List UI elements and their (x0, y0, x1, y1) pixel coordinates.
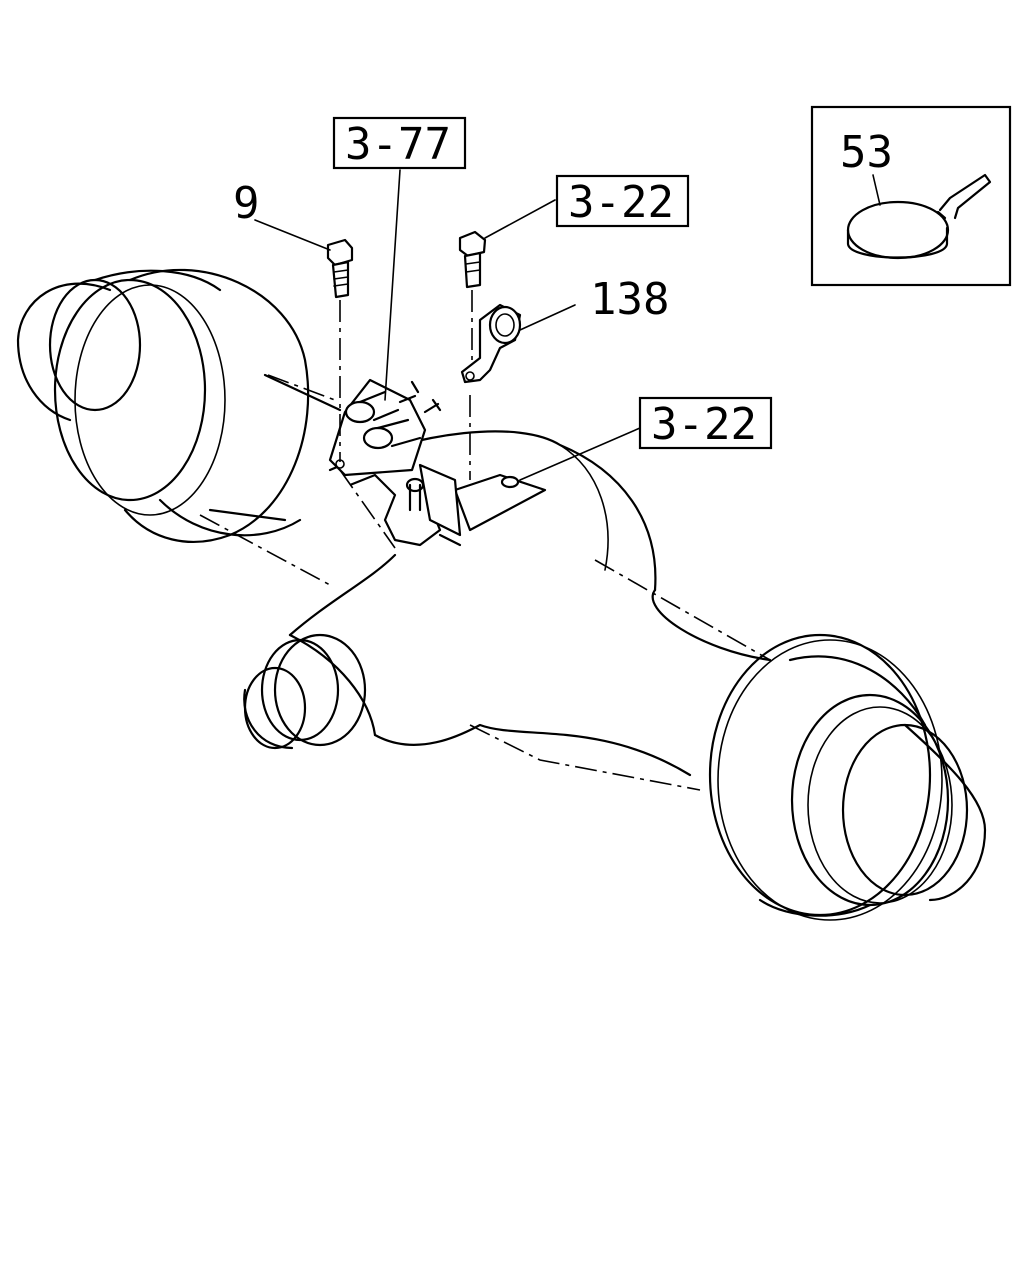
leader-lines (254, 169, 641, 481)
clip-138 (460, 303, 522, 384)
bolt-3-22 (458, 230, 487, 480)
mounting-bracket (418, 463, 547, 547)
callout-3-77: 3-77 (345, 119, 451, 170)
callout-part-53: 53 (840, 127, 893, 178)
callout-box-3-77 (332, 116, 467, 170)
inset-band-clamp (810, 105, 1012, 287)
valve-assembly (328, 378, 446, 547)
axle-center-line (199, 374, 771, 791)
callout-part-9: 9 (233, 178, 260, 229)
callout-box-3-22-mid (638, 396, 773, 450)
left-wheel-hub (16, 268, 342, 543)
differential-housing (288, 430, 772, 777)
callout-3-22-top: 3-22 (568, 177, 674, 228)
right-wheel-hub (708, 633, 987, 921)
left-inner-stub (243, 633, 367, 750)
callout-part-138: 138 (590, 274, 669, 325)
bolt-9 (326, 238, 354, 462)
callout-3-22-mid: 3-22 (651, 399, 757, 450)
callout-box-3-22-top (555, 174, 690, 228)
